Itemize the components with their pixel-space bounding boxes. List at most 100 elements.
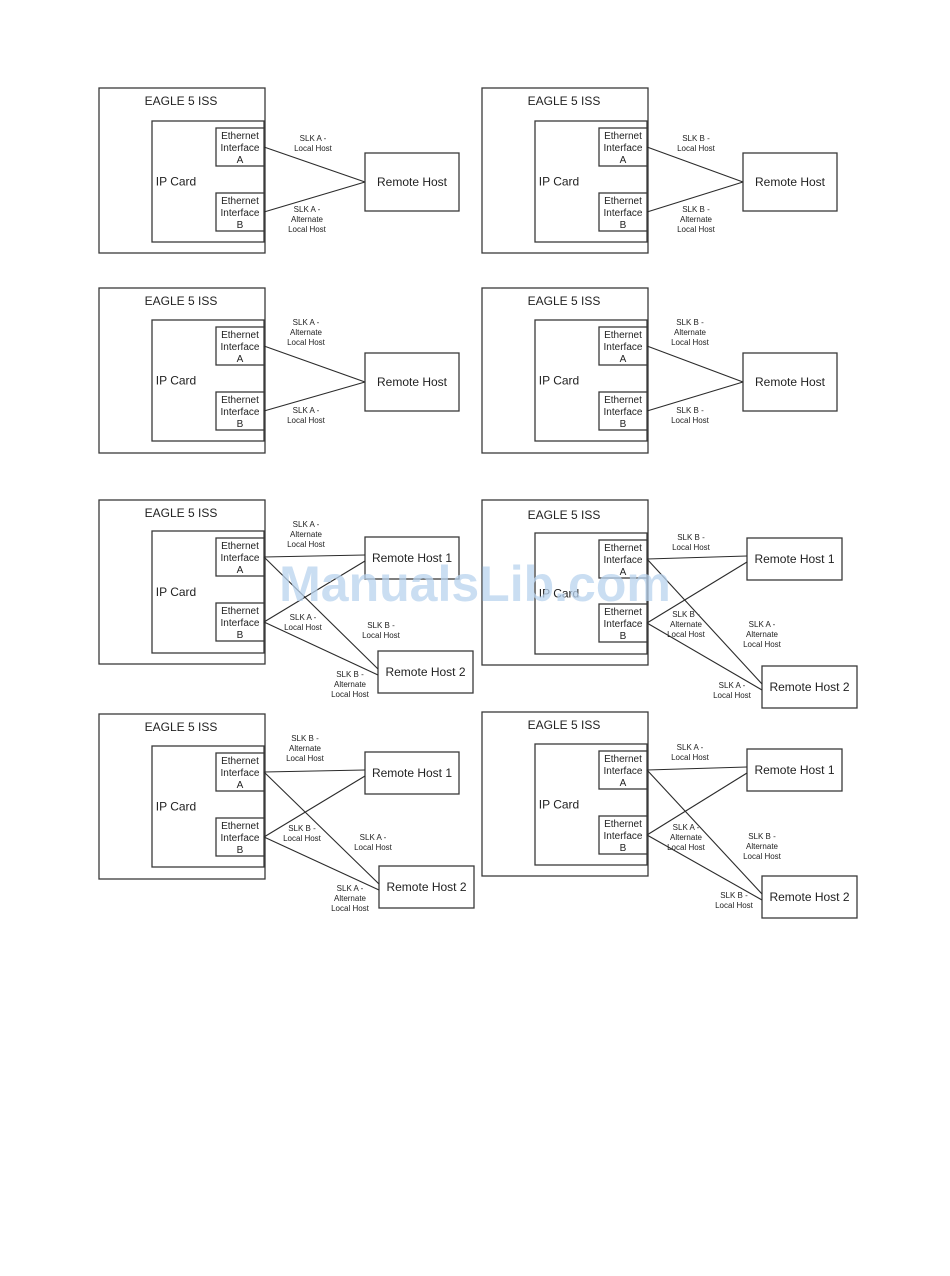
link-label: SLK B -Local Host [283, 824, 322, 843]
interface-label: Interface [221, 553, 260, 564]
link-label-line: SLK A - [673, 823, 700, 832]
link-label-line: SLK A - [293, 520, 320, 529]
link-label-line: SLK B - [748, 832, 776, 841]
ethernet-interface-b [598, 603, 648, 643]
interface-label: Interface [604, 208, 643, 219]
link-label-line: Alternate [291, 215, 324, 224]
port-letter: A [620, 354, 627, 365]
remote-host-box [364, 751, 460, 795]
ethernet-label: Ethernet [604, 395, 642, 406]
link-label-line: Local Host [671, 416, 710, 425]
ip-card-label: IP Card [156, 374, 196, 388]
ethernet-interface-b [598, 815, 648, 855]
watermark-text: ManualsLib.com [279, 556, 671, 612]
link-label-line: Alternate [289, 744, 322, 753]
port-letter: B [237, 630, 244, 641]
ip-card-label: IP Card [156, 585, 196, 599]
ip-card-label: IP Card [539, 374, 579, 388]
port-letter: A [620, 778, 627, 789]
remote-host-label: Remote Host [377, 175, 448, 189]
remote-host-box [377, 650, 474, 694]
interface-label: Interface [221, 208, 260, 219]
link-label-line: SLK B - [676, 318, 704, 327]
ethernet-interface-a [598, 539, 648, 579]
link-line [263, 775, 366, 838]
interface-label: Interface [221, 833, 260, 844]
remote-host-label: Remote Host 2 [386, 880, 466, 894]
ethernet-interface-b [598, 391, 648, 431]
link-label-line: SLK B - [682, 205, 710, 214]
link-label: SLK B -Local Host [672, 533, 711, 552]
remote-host-box [364, 352, 460, 412]
link-line [646, 558, 763, 685]
port-letter: B [620, 220, 627, 231]
port-letter: B [620, 631, 627, 642]
interface-label: Interface [221, 618, 260, 629]
remote-host-label: Remote Host 1 [754, 552, 834, 566]
link-label: SLK A -Local Host [287, 406, 326, 425]
link-label-line: SLK B - [367, 621, 395, 630]
remote-host-label: Remote Host 2 [769, 890, 849, 904]
ethernet-label: Ethernet [604, 607, 642, 618]
port-letter: B [237, 845, 244, 856]
link-label-line: Local Host [287, 338, 326, 347]
link-line [646, 769, 763, 895]
link-label-line: Alternate [670, 833, 703, 842]
link-line [646, 622, 763, 691]
link-label-line: Local Host [743, 852, 782, 861]
port-letter: B [237, 419, 244, 430]
ethernet-label: Ethernet [221, 541, 259, 552]
ethernet-label: Ethernet [221, 330, 259, 341]
link-line [646, 834, 763, 901]
link-label-line: Local Host [672, 543, 711, 552]
interface-label: Interface [221, 768, 260, 779]
link-line [646, 146, 744, 183]
link-line [263, 769, 366, 773]
ip-card-label: IP Card [156, 800, 196, 814]
link-label-line: Local Host [667, 630, 706, 639]
ethernet-label: Ethernet [604, 330, 642, 341]
remote-host-label: Remote Host 1 [372, 766, 452, 780]
link-label-line: Alternate [334, 680, 367, 689]
remote-host-label: Remote Host 2 [385, 665, 465, 679]
ethernet-interface-a [215, 537, 265, 577]
ethernet-interface-a [598, 326, 648, 366]
link-label-line: SLK A - [300, 134, 327, 143]
link-label: SLK B -Local Host [671, 406, 710, 425]
link-label-line: SLK A - [290, 613, 317, 622]
remote-host-box [364, 152, 460, 212]
interface-label: Interface [221, 143, 260, 154]
remote-host-box [746, 748, 843, 792]
link-label-line: SLK A - [360, 833, 387, 842]
port-letter: A [237, 565, 244, 576]
link-label-line: SLK B - [672, 610, 700, 619]
remote-host-box [364, 536, 460, 580]
link-line [263, 146, 366, 183]
link-line [646, 181, 744, 213]
eagle-title: EAGLE 5 ISS [528, 508, 601, 522]
link-label-line: Alternate [334, 894, 367, 903]
link-label-line: Alternate [290, 530, 323, 539]
link-line [646, 381, 744, 412]
ip-card-label: IP Card [539, 587, 579, 601]
eagle-title: EAGLE 5 ISS [145, 506, 218, 520]
link-label-line: Local Host [715, 901, 754, 910]
link-line [263, 836, 380, 891]
link-label-line: SLK B - [676, 406, 704, 415]
link-label-line: Local Host [671, 338, 710, 347]
ethernet-label: Ethernet [604, 131, 642, 142]
link-line [646, 561, 748, 624]
link-label-line: Local Host [354, 843, 393, 852]
interface-label: Interface [604, 407, 643, 418]
link-label-line: SLK B - [720, 891, 748, 900]
